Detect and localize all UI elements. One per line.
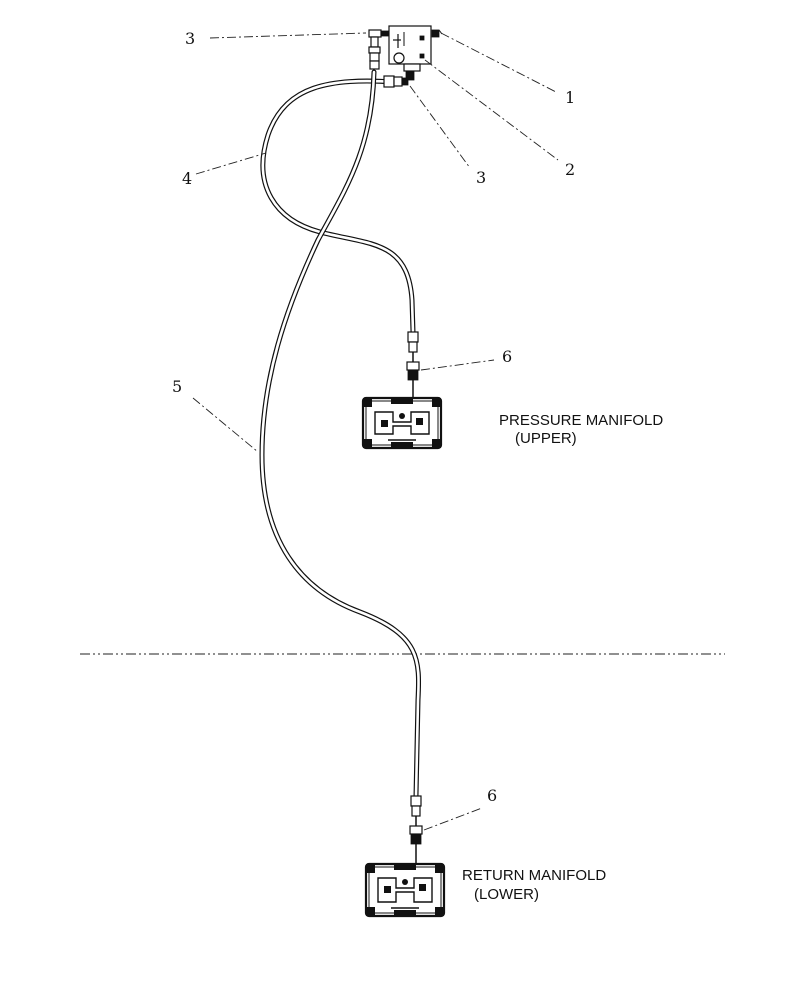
pressure-manifold-label: PRESSURE MANIFOLD — [499, 412, 663, 429]
fitting-3-top — [368, 29, 390, 70]
callout-3-top: 3 — [185, 29, 195, 48]
callout-3-lower: 3 — [476, 168, 486, 187]
callout-1: 1 — [565, 88, 575, 107]
pressure-manifold — [361, 396, 443, 450]
leader-4 — [195, 152, 267, 175]
fitting-3-lower — [383, 70, 415, 88]
return-manifold-label: RETURN MANIFOLD — [462, 867, 606, 884]
callout-6-lower: 6 — [487, 786, 497, 805]
callout-4: 4 — [182, 169, 192, 188]
hose-5 — [259, 69, 422, 799]
leader-5 — [192, 397, 259, 453]
adapter-6-upper — [406, 331, 420, 398]
leader-1 — [440, 32, 557, 93]
leader-6-lower — [423, 807, 483, 831]
return-manifold-sublabel: (LOWER) — [474, 886, 539, 903]
callout-5: 5 — [172, 377, 182, 396]
return-manifold — [364, 862, 446, 918]
leader-2 — [424, 59, 559, 161]
leader-3-top — [209, 32, 367, 39]
leader-6-upper — [420, 359, 495, 371]
leader-3-lower — [409, 85, 471, 169]
hose-4 — [260, 78, 416, 335]
adapter-6-lower — [409, 795, 423, 864]
valve-block — [388, 25, 443, 72]
callout-2: 2 — [565, 160, 575, 179]
pressure-manifold-sublabel: (UPPER) — [515, 430, 577, 447]
callout-6-upper: 6 — [502, 347, 512, 366]
